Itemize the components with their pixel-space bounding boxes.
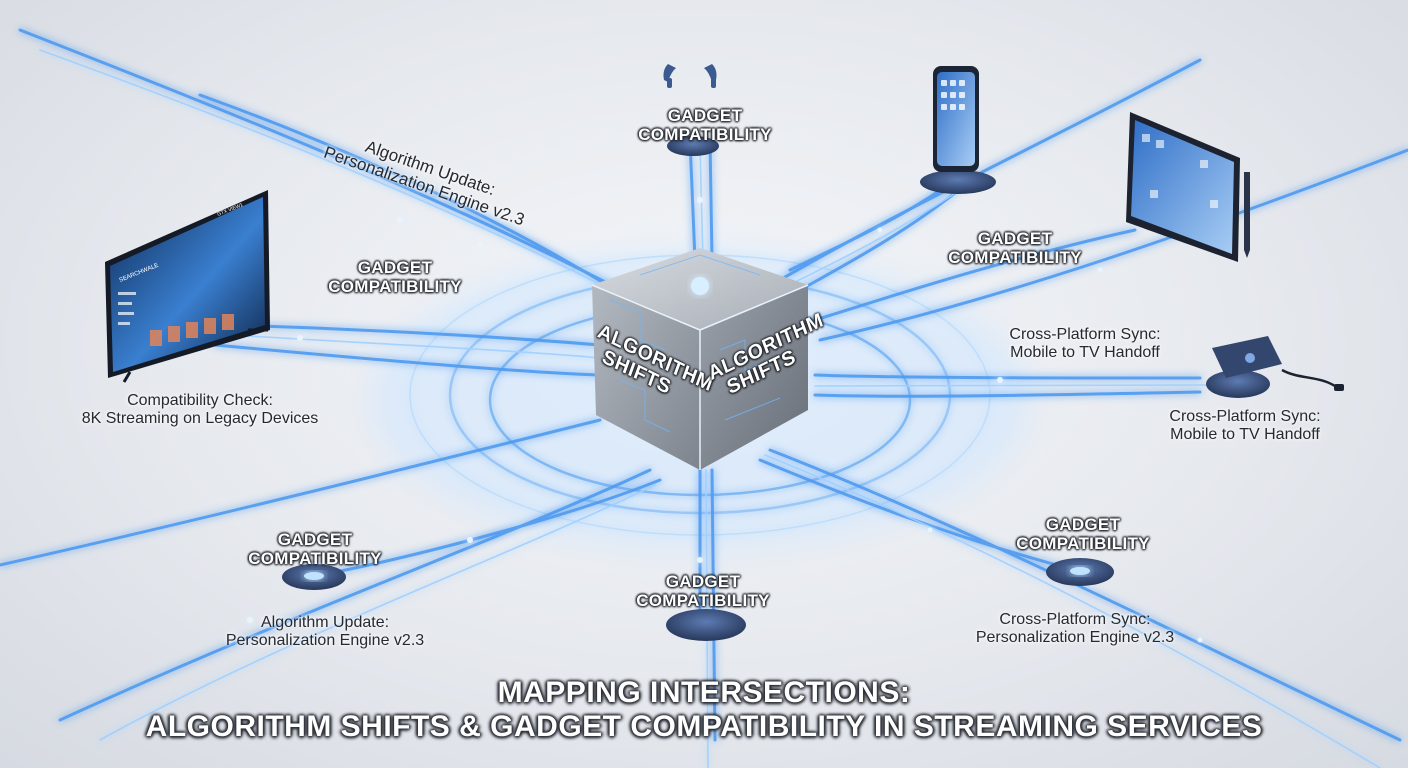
algo-bottom-line1: Algorithm Update: — [205, 614, 445, 632]
sync1-line1: Cross-Platform Sync: — [985, 326, 1185, 344]
page-title-line1: MAPPING INTERSECTIONS: — [0, 676, 1408, 710]
gadget-label-top: GADGET COMPATIBILITY — [615, 106, 795, 144]
earbuds-icon — [664, 64, 717, 88]
gadget-label-left: GADGET COMPATIBILITY — [300, 258, 490, 296]
gadget-bl-line2: COMPATIBILITY — [220, 549, 410, 568]
compat-line2: 8K Streaming on Legacy Devices — [60, 410, 340, 428]
gadget-label-bottom-right: GADGET COMPATIBILITY — [988, 515, 1178, 553]
gadget-left-line1: GADGET — [300, 258, 490, 277]
gadget-bottom-line2: COMPATIBILITY — [608, 591, 798, 610]
algo-bottom-line2: Personalization Engine v2.3 — [205, 632, 445, 650]
sync3-line1: Cross-Platform Sync: — [955, 611, 1195, 629]
sync2-line2: Mobile to TV Handoff — [1145, 426, 1345, 444]
sync2-line1: Cross-Platform Sync: — [1145, 408, 1345, 426]
gadget-label-bottom: GADGET COMPATIBILITY — [608, 572, 798, 610]
cross-platform-sync-note-1: Cross-Platform Sync: Mobile to TV Handof… — [985, 326, 1185, 362]
gadget-top-line1: GADGET — [615, 106, 795, 125]
television-icon: SEARCHWALE GTX VIEW1 — [105, 190, 270, 382]
gadget-bottom-line1: GADGET — [608, 572, 798, 591]
gadget-br-line1: GADGET — [988, 515, 1178, 534]
gadget-label-bottom-left: GADGET COMPATIBILITY — [220, 530, 410, 568]
gadget-right-line1: GADGET — [920, 229, 1110, 248]
gadget-left-line2: COMPATIBILITY — [300, 277, 490, 296]
gadget-br-line2: COMPATIBILITY — [988, 534, 1178, 553]
cross-platform-sync-note-2: Cross-Platform Sync: Mobile to TV Handof… — [1145, 408, 1345, 444]
sync1-line2: Mobile to TV Handoff — [985, 344, 1185, 362]
compat-line1: Compatibility Check: — [60, 392, 340, 410]
tablet-icon — [1126, 112, 1240, 262]
sync3-line2: Personalization Engine v2.3 — [955, 629, 1195, 647]
algorithm-update-bottom-note: Algorithm Update: Personalization Engine… — [205, 614, 445, 650]
stylus-icon — [1244, 172, 1250, 258]
compatibility-check-note: Compatibility Check: 8K Streaming on Leg… — [60, 392, 340, 428]
gadget-top-line2: COMPATIBILITY — [615, 125, 795, 144]
cross-platform-sync-bottom-note: Cross-Platform Sync: Personalization Eng… — [955, 611, 1195, 647]
gadget-bl-line1: GADGET — [220, 530, 410, 549]
gadget-right-line2: COMPATIBILITY — [920, 248, 1110, 267]
smartphone-icon — [933, 66, 979, 172]
page-title-line2: ALGORITHM SHIFTS & GADGET COMPATIBILITY … — [0, 710, 1408, 744]
gadget-label-right: GADGET COMPATIBILITY — [920, 229, 1110, 267]
